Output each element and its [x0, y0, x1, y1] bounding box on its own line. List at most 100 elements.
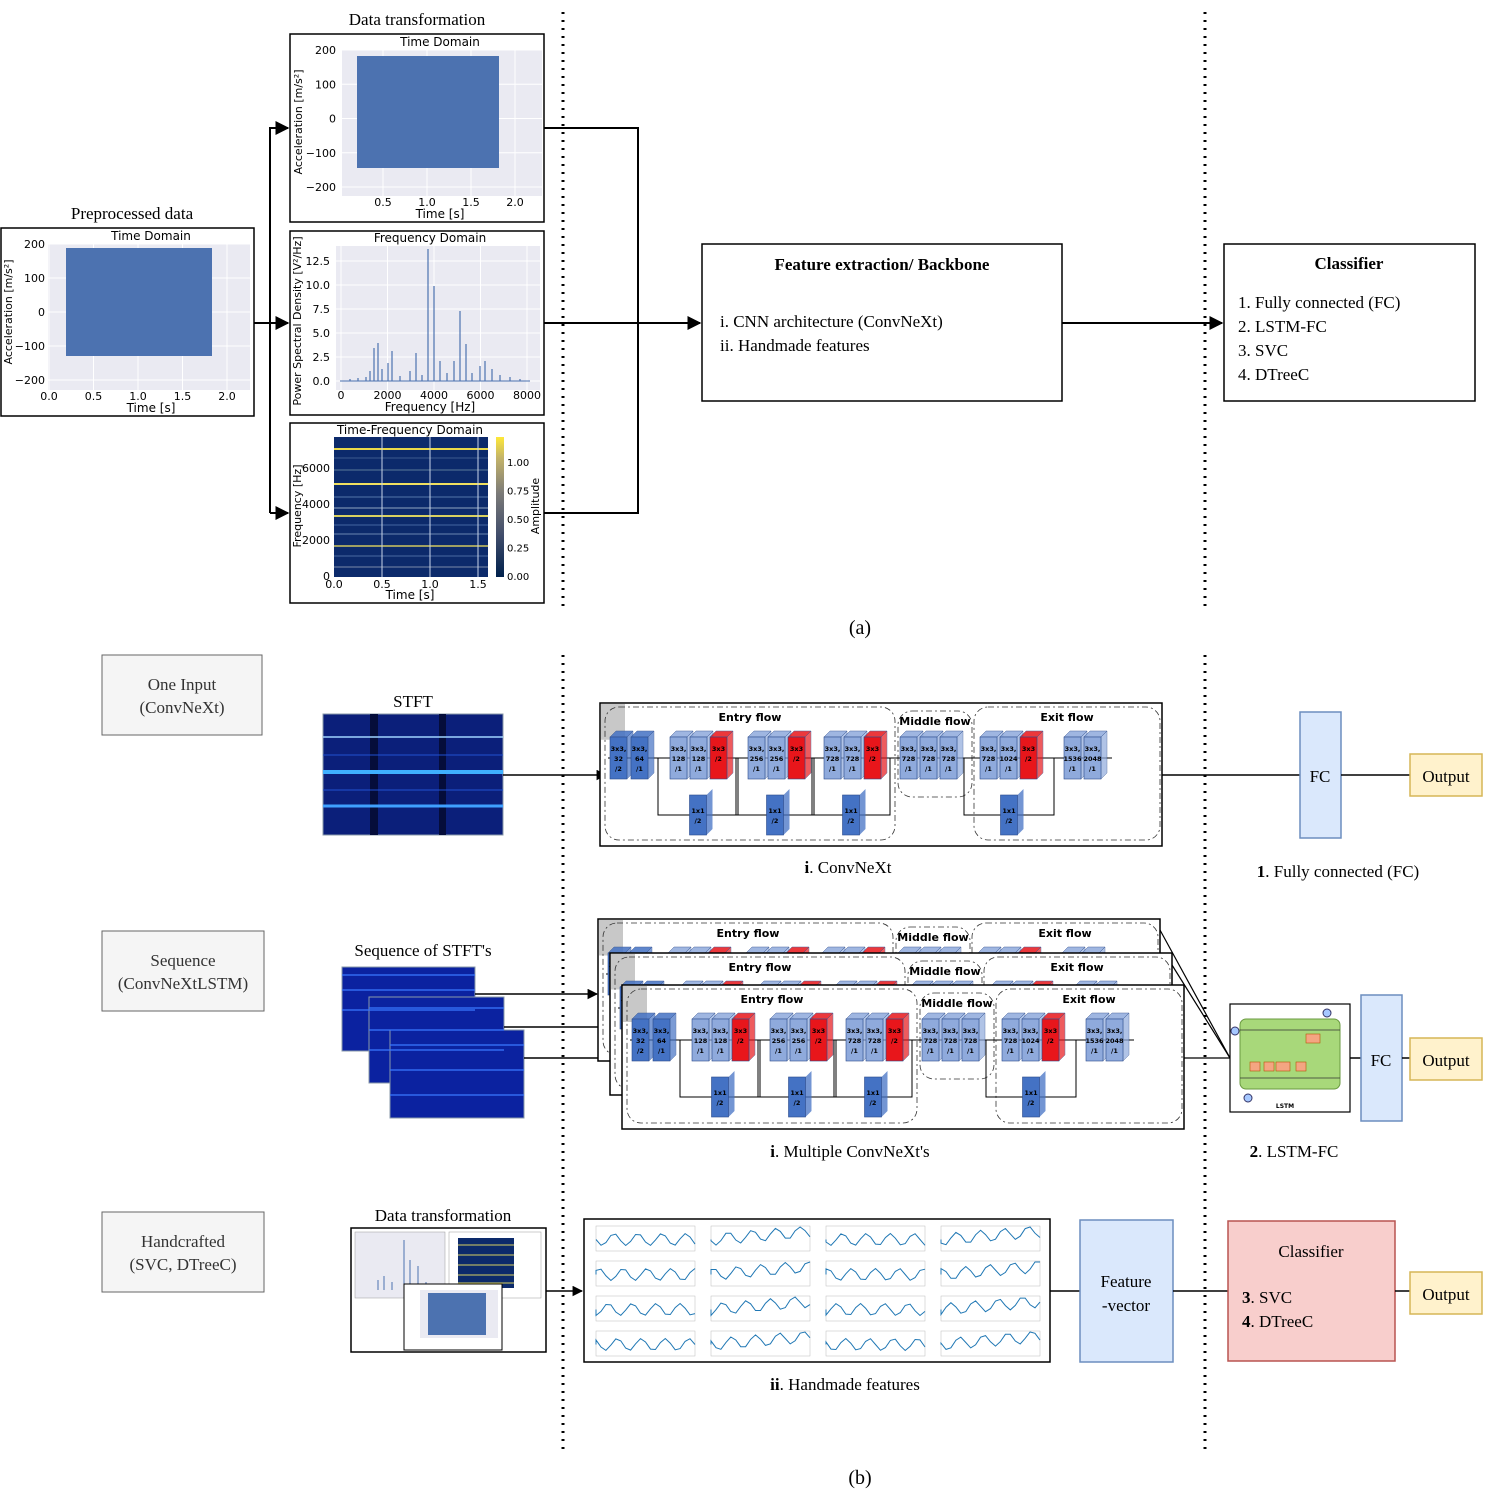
conv-block-label: /1: [829, 765, 836, 773]
conv-block-label: /2: [637, 1047, 644, 1055]
feature-trace: [595, 1267, 696, 1282]
conv-block-label: /2: [715, 755, 722, 763]
conv-block-label: /1: [658, 1047, 665, 1055]
flow-label: Entry flow: [729, 961, 792, 974]
conv-block-label: 3x3,: [1085, 745, 1101, 753]
feature-vector-box: Feature -vector: [1079, 1219, 1174, 1363]
lstm-cell: LSTM: [1229, 1003, 1351, 1113]
caption-a: (a): [849, 617, 871, 639]
conv-block-label: 3x3,: [943, 1027, 959, 1035]
conv-block: [843, 736, 862, 780]
classifier-item-1: 1. Fully connected (FC): [1238, 293, 1400, 312]
feature-trace: [710, 1331, 811, 1350]
backbone-item-2: ii. Handmade features: [720, 336, 870, 355]
conv-block-side: [902, 1012, 910, 1062]
conv-block-label: 3x3,: [1001, 745, 1017, 753]
conv-block-label: 3x3,: [847, 1027, 863, 1035]
pre-ytick: 200: [24, 238, 45, 251]
preprocessed-plot-title: Time Domain: [110, 229, 191, 243]
conv-block: [845, 1018, 864, 1062]
shortcut-block: [788, 1076, 806, 1118]
flow-label: Exit flow: [1050, 961, 1103, 974]
conv-block-label: 3x3: [812, 1027, 825, 1035]
conv-block-label: 128: [694, 1037, 708, 1045]
pre-xtick: 0.0: [40, 390, 58, 403]
conv-block-label: 728: [924, 1037, 938, 1045]
conv-block-label: 2048: [1083, 755, 1102, 763]
feature-trace: [940, 1226, 1041, 1246]
shortcut-block: [842, 794, 860, 836]
conv-block-label: 728: [848, 1037, 862, 1045]
feature-trace: [940, 1297, 1041, 1317]
conv-block-label: 3x3,: [791, 1027, 807, 1035]
feature-plot: [825, 1260, 926, 1287]
tf-ylabel: Frequency [Hz]: [291, 465, 304, 548]
time-ytick: −100: [306, 147, 336, 160]
freq-xtick: 6000: [467, 389, 495, 402]
conv-block-label: /1: [905, 765, 912, 773]
time-xtick: 0.5: [374, 196, 392, 209]
cbar-tick: 1.00: [507, 458, 529, 469]
feature-plot: [825, 1295, 926, 1322]
flow-label: Middle flow: [899, 715, 970, 728]
conv-block-label: 32: [636, 1037, 645, 1045]
sequence-title: Sequence of STFT's: [354, 941, 491, 960]
shortcut-label: /2: [1006, 817, 1013, 825]
feature-vector-line2: -vector: [1102, 1296, 1150, 1315]
flow-group: [626, 988, 918, 1124]
conv-block-label: 728: [942, 755, 956, 763]
conv-block-label: /1: [967, 1047, 974, 1055]
preprocessed-ylabel: Acceleration [m/s²]: [2, 260, 15, 365]
cbar-tick: 0.75: [507, 487, 529, 498]
feature-trace: [595, 1337, 696, 1352]
feature-trace: [940, 1261, 1040, 1279]
conv-block-label: 3x3,: [825, 745, 841, 753]
row2-label-line2: (ConvNeXtLSTM): [118, 974, 248, 993]
conv-block-label: 256: [770, 755, 784, 763]
conv-block: [1063, 736, 1082, 780]
conv-block-side: [804, 730, 812, 780]
conv-block-label: 3x3,: [901, 745, 917, 753]
conv-block-label: 728: [826, 755, 840, 763]
conv-block: [769, 1018, 788, 1062]
pre-ytick: 100: [24, 272, 45, 285]
conv-block-label: 728: [944, 1037, 958, 1045]
conv-block-side: [669, 1012, 677, 1062]
tf-ytick: 6000: [302, 462, 330, 475]
conv-block-label: 3x3,: [1087, 1027, 1103, 1035]
conv-block-side: [1122, 1012, 1130, 1062]
cbar-tick: 0.00: [507, 572, 529, 583]
conv-block: [961, 1018, 980, 1062]
conv-block-side: [726, 730, 734, 780]
flow-group: [919, 992, 995, 1080]
feature-trace: [595, 1302, 696, 1317]
flow-group: [973, 706, 1161, 841]
output-label-2: Output: [1422, 1051, 1470, 1070]
freq-xtick: 2000: [374, 389, 402, 402]
shortcut-label: 1x1: [713, 1089, 727, 1097]
merge-lines: [544, 127, 702, 514]
flow-label: Exit flow: [1062, 993, 1115, 1006]
conv-block: [899, 736, 918, 780]
conv-block-label: 728: [982, 755, 996, 763]
shortcut-label: 1x1: [691, 807, 705, 815]
classifier-b-item-2: 4. DTreeC: [1242, 1312, 1313, 1331]
conv-block: [689, 736, 708, 780]
conv-block-label: 728: [902, 755, 916, 763]
conv-block-label: 3x3,: [923, 1027, 939, 1035]
head-caption-2: 2. LSTM-FC: [1250, 1142, 1339, 1161]
feature-plot: [825, 1225, 926, 1252]
cbar-label: Amplitude: [529, 478, 542, 535]
time-xlabel: Time [s]: [415, 207, 465, 221]
conv-block-label: /1: [717, 1047, 724, 1055]
output-label-3: Output: [1422, 1285, 1470, 1304]
conv-block: [789, 1018, 808, 1062]
conv-block-label: 1536: [1063, 755, 1082, 763]
conv-block-label: 3x3,: [769, 745, 785, 753]
row3-label-line1: Handcrafted: [141, 1232, 226, 1251]
shortcut-label: /2: [870, 1099, 877, 1107]
conv-block-label: 128: [672, 755, 686, 763]
